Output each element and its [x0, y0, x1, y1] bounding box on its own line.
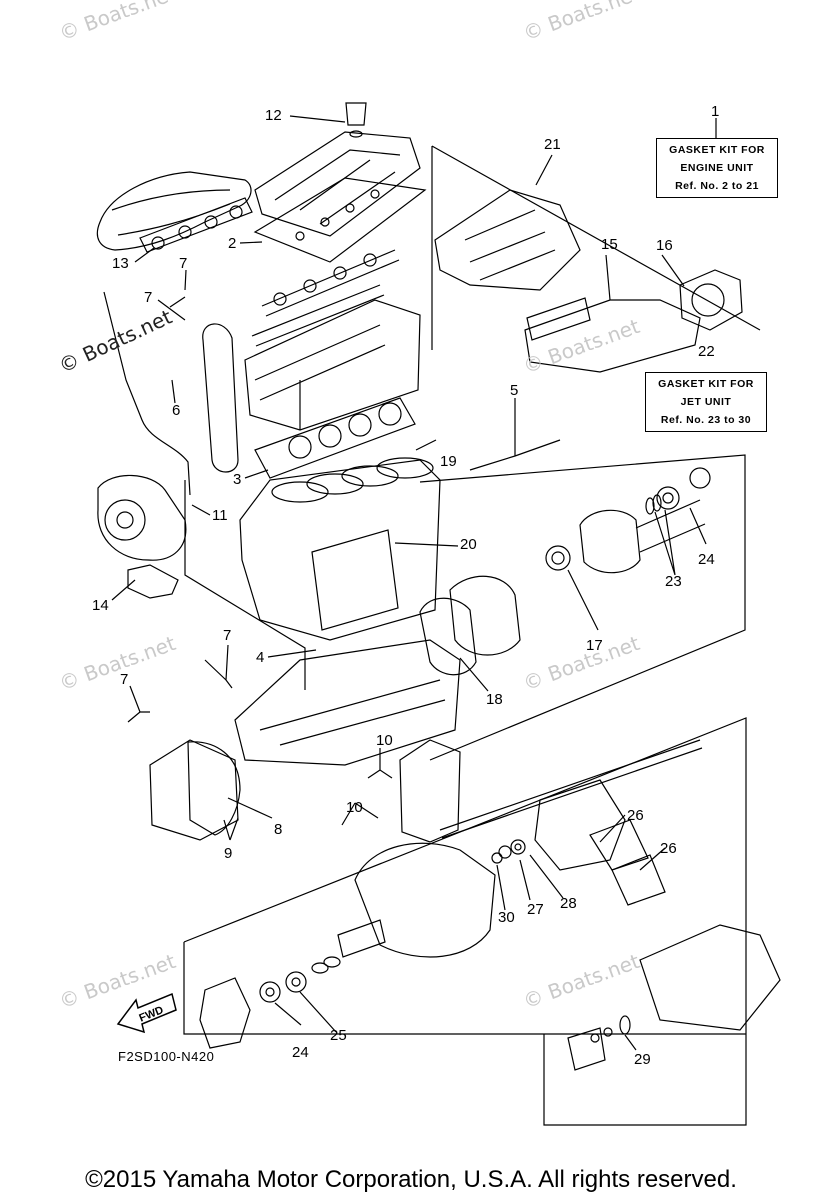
engine-kit-outline: [431, 145, 761, 350]
head-cover: [254, 131, 421, 237]
shaft-tube: [337, 919, 386, 958]
crankcase: [234, 639, 461, 766]
kit-unit: ENGINE UNIT: [680, 162, 754, 174]
callout-7: 7: [144, 289, 153, 306]
callout-22: 22: [698, 343, 715, 360]
callout-27: 27: [527, 901, 544, 918]
callout-8: 8: [274, 821, 283, 838]
oil-cap: [345, 102, 367, 126]
turbocharger: [97, 474, 187, 561]
coupler-housing: [449, 575, 521, 656]
callout-13: 13: [112, 255, 129, 272]
callout-2: 2: [228, 235, 237, 252]
callout-18: 18: [486, 691, 503, 708]
jet-gasket-kit-box: GASKET KIT FOR JET UNIT Ref. No. 23 to 3…: [645, 372, 767, 432]
callout-7: 7: [120, 671, 129, 688]
bearing-housing: [579, 509, 641, 574]
copyright-notice: ©2015 Yamaha Motor Corporation, U.S.A. A…: [85, 1166, 737, 1193]
head-cover-gasket: [253, 177, 427, 263]
head-gasket: [254, 397, 416, 479]
kit-title: GASKET KIT FOR: [658, 378, 754, 390]
kit-ref: Ref. No. 2 to 21: [675, 180, 759, 192]
callout-19: 19: [440, 453, 457, 470]
callout-11: 11: [212, 507, 228, 524]
exhaust-manifold: [96, 171, 252, 251]
callout-5: 5: [510, 382, 519, 399]
camshaft: [261, 249, 400, 317]
side-cover-gasket: [311, 529, 399, 631]
timing-chain: [202, 323, 239, 473]
callout-4: 4: [256, 649, 265, 666]
intermediate-housing: [534, 779, 626, 871]
callout-3: 3: [233, 471, 242, 488]
diagram-code: F2SD100-N420: [118, 1049, 215, 1064]
callout-10: 10: [376, 732, 393, 749]
callout-10: 10: [346, 799, 363, 816]
jet-pump-housing: [354, 842, 496, 958]
callout-25: 25: [330, 1027, 347, 1044]
jet-drive-shaft: [439, 739, 703, 839]
callout-14: 14: [92, 597, 109, 614]
kit-unit: JET UNIT: [680, 396, 732, 408]
callout-9: 9: [224, 845, 233, 862]
engine-gasket-kit-box: GASKET KIT FOR ENGINE UNIT Ref. No. 2 to…: [656, 138, 778, 198]
callout-30: 30: [498, 909, 515, 926]
callout-29: 29: [634, 1051, 651, 1068]
callout-15: 15: [601, 236, 618, 253]
forward-arrow-icon: FWD: [116, 992, 177, 1034]
callout-23: 23: [665, 573, 682, 590]
callout-7: 7: [179, 255, 188, 272]
pump-nozzle: [639, 924, 781, 1031]
callout-26: 26: [627, 807, 644, 824]
callout-26: 26: [660, 840, 677, 857]
callout-28: 28: [560, 895, 577, 912]
callout-16: 16: [656, 237, 673, 254]
callout-20: 20: [460, 536, 477, 553]
callout-1: 1: [711, 103, 720, 120]
kit-title: GASKET KIT FOR: [669, 144, 765, 156]
dipstick-tube: [103, 291, 191, 496]
cylinder-block: [239, 459, 441, 641]
pump-gasket: [187, 741, 241, 836]
manifold-gasket: [139, 197, 253, 253]
callout-24: 24: [698, 551, 715, 568]
intake-manifold: [434, 189, 581, 291]
water-pump-cover: [149, 739, 239, 841]
oil-pan: [524, 299, 701, 373]
callout-24: 24: [292, 1044, 309, 1061]
callout-21: 21: [544, 136, 561, 153]
coupler-gasket: [419, 597, 477, 676]
callout-17: 17: [586, 637, 603, 654]
kit-ref: Ref. No. 23 to 30: [660, 414, 752, 426]
callout-12: 12: [265, 107, 282, 124]
cylinder-head: [244, 299, 421, 431]
callout-6: 6: [172, 402, 181, 419]
callout-7: 7: [223, 627, 232, 644]
